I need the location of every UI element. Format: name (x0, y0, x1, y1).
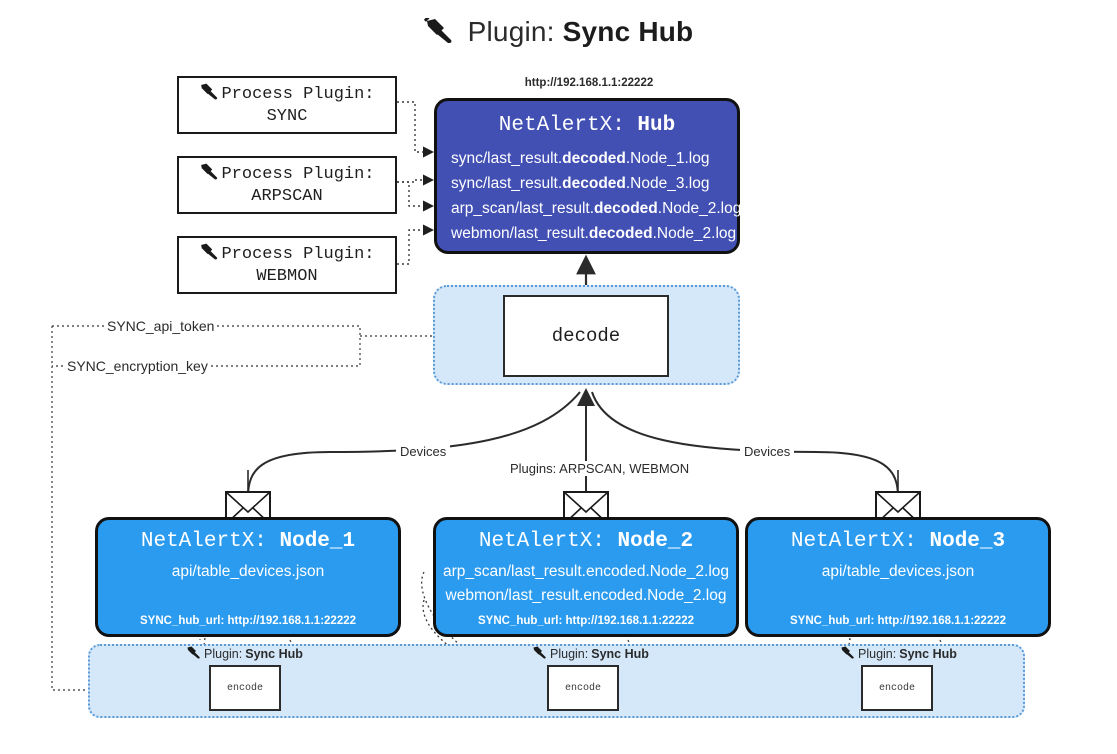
plug-icon (199, 83, 219, 107)
process-plugin-arpscan[interactable]: Process Plugin: ARPSCAN (177, 156, 397, 214)
plugin-label-prefix: Plugin: (204, 647, 243, 661)
hub-log-post: .Node_2.log (652, 225, 737, 243)
node-2-title-prefix: NetAlertX: (478, 530, 618, 553)
node-1-title-name: Node_1 (279, 530, 356, 553)
node-1-hub-url: SYNC_hub_url: http://192.168.1.1:22222 (139, 615, 357, 627)
hub-log-item: sync/last_result.decoded.Node_1.log (437, 146, 737, 171)
hub-log-em: decoded (562, 150, 626, 167)
edge-label-plugins-middle: Plugins: ARPSCAN, WEBMON (506, 461, 694, 476)
decode-box[interactable]: decode (503, 295, 669, 377)
process-plugin-webmon-line2: WEBMON (256, 267, 318, 286)
node-3-title: NetAlertX: Node_3 (748, 530, 1048, 553)
hub-log-pre: webmon/last_result. (451, 225, 589, 243)
plug-icon (199, 163, 219, 187)
node-1-line: api/table_devices.json (171, 563, 325, 580)
hub-url-label: http://192.168.1.1:22222 (524, 77, 654, 89)
node-1-title-prefix: NetAlertX: (140, 530, 280, 553)
sync-api-token-label: SYNC_api_token (104, 318, 218, 334)
node-netalertx-node-1[interactable]: NetAlertX: Node_1 api/table_devices.json… (95, 517, 401, 637)
process-plugin-webmon-line1: Process Plugin: (221, 244, 375, 264)
node-netalertx-node-3[interactable]: NetAlertX: Node_3 api/table_devices.json… (745, 517, 1051, 637)
hub-node[interactable]: NetAlertX: Hub sync/last_result.decoded.… (434, 98, 741, 254)
process-plugin-sync-line2: SYNC (266, 107, 308, 126)
node-3-title-prefix: NetAlertX: (790, 530, 930, 553)
process-plugin-sync[interactable]: Process Plugin: SYNC (177, 76, 397, 134)
node-2-line: webmon/last_result.encoded.Node_2.log (445, 587, 727, 605)
hub-log-item: sync/last_result.decoded.Node_3.log (437, 171, 737, 196)
hub-log-em: decoded (562, 175, 626, 193)
plugin-label-node-3: Plugin: Sync Hub (840, 646, 957, 662)
edge-label-devices-right: Devices (740, 444, 795, 459)
plug-icon (199, 243, 219, 267)
hub-title-prefix: NetAlertX: (498, 114, 638, 137)
hub-log-pre: sync/last_result. (451, 175, 563, 193)
hub-log-post: .Node_1.log (625, 150, 710, 167)
plugin-label-name: Sync Hub (591, 647, 649, 661)
encode-box-node-3[interactable]: encode (861, 665, 933, 711)
page-title-prefix: Plugin: (467, 16, 555, 47)
plug-icon (186, 646, 201, 662)
sync-encryption-key-label: SYNC_encryption_key (64, 358, 211, 374)
process-plugin-sync-line1: Process Plugin: (221, 84, 375, 104)
plugin-label-prefix: Plugin: (550, 647, 589, 661)
encode-box-node-1[interactable]: encode (209, 665, 281, 711)
plugin-label-node-1: Plugin: Sync Hub (186, 646, 303, 662)
node-3-title-name: Node_3 (929, 530, 1006, 553)
page-title-name: Sync Hub (562, 16, 694, 47)
node-2-lines: arp_scan/last_result.encoded.Node_2.log … (436, 560, 736, 608)
plug-icon (532, 646, 547, 662)
node-netalertx-node-2[interactable]: NetAlertX: Node_2 arp_scan/last_result.e… (433, 517, 739, 637)
hub-log-em: decoded (594, 200, 658, 218)
hub-title-name: Hub (637, 114, 676, 137)
node-3-lines: api/table_devices.json (748, 560, 1048, 584)
hub-log-item: arp_scan/last_result.decoded.Node_2.log (437, 196, 741, 221)
node-2-title-name: Node_2 (617, 530, 694, 553)
hub-log-em: decoded (588, 225, 653, 243)
plug-icon (840, 646, 855, 662)
plugin-label-node-2: Plugin: Sync Hub (532, 646, 649, 662)
hub-log-pre: arp_scan/last_result. (451, 200, 595, 218)
hub-log-post: .Node_3.log (625, 175, 710, 193)
plug-icon (423, 16, 454, 51)
process-plugin-arpscan-line2: ARPSCAN (251, 187, 323, 206)
hub-log-item: webmon/last_result.decoded.Node_2.log (437, 221, 737, 246)
node-2-title: NetAlertX: Node_2 (436, 530, 736, 553)
node-3-hub-url: SYNC_hub_url: http://192.168.1.1:22222 (789, 615, 1007, 627)
encode-box-node-2[interactable]: encode (547, 665, 619, 711)
node-2-hub-url: SYNC_hub_url: http://192.168.1.1:22222 (477, 615, 695, 627)
hub-log-pre: sync/last_result. (451, 150, 563, 167)
node-3-line: api/table_devices.json (821, 563, 975, 580)
plugin-label-name: Sync Hub (899, 647, 957, 661)
hub-title: NetAlertX: Hub (437, 114, 737, 137)
process-plugin-webmon[interactable]: Process Plugin: WEBMON (177, 236, 397, 294)
page-title: Plugin: Sync Hub (0, 16, 1117, 51)
plugin-label-prefix: Plugin: (858, 647, 897, 661)
hub-log-list: sync/last_result.decoded.Node_1.log sync… (437, 146, 741, 246)
edge-label-devices-left: Devices (396, 444, 451, 459)
node-1-lines: api/table_devices.json (98, 560, 398, 584)
node-2-line: arp_scan/last_result.encoded.Node_2.log (442, 563, 730, 580)
hub-log-post: .Node_2.log (657, 200, 742, 218)
node-1-title: NetAlertX: Node_1 (98, 530, 398, 553)
process-plugin-arpscan-line1: Process Plugin: (221, 164, 375, 184)
plugin-label-name: Sync Hub (245, 647, 303, 661)
